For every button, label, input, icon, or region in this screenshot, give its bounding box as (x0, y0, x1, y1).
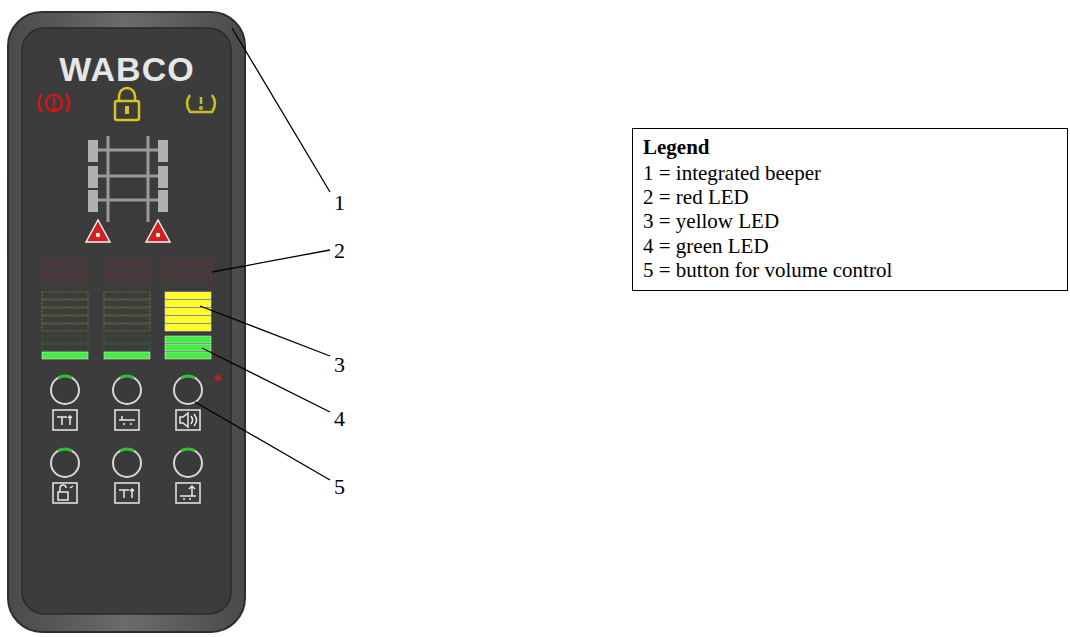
callout-number: 1 (334, 190, 345, 216)
led-segment (165, 258, 211, 265)
led-segment (165, 300, 211, 307)
chassis-diagram (86, 136, 170, 242)
button-symbols (53, 410, 200, 503)
callout-number: 5 (334, 474, 345, 500)
led-bars (42, 258, 211, 359)
led-segment (165, 344, 211, 351)
legend-item: 5 = button for volume control (643, 258, 1057, 282)
legend-item: 2 = red LED (643, 185, 1057, 209)
button-light (58, 449, 72, 451)
led-segment (42, 324, 88, 331)
led-segment (42, 352, 88, 359)
led-segment (165, 266, 211, 273)
button (113, 376, 141, 404)
button-light (181, 376, 195, 378)
status-dot (215, 375, 221, 381)
led-segment (165, 308, 211, 315)
led-segment (104, 344, 150, 351)
led-segment (165, 336, 211, 343)
callout-number: 3 (334, 352, 345, 378)
brand-logo: WABCO (59, 50, 194, 89)
led-segment (165, 352, 211, 359)
led-segment (165, 316, 211, 323)
led-segment (42, 300, 88, 307)
legend-item: 4 = green LED (643, 234, 1057, 258)
button-light (181, 449, 195, 451)
led-segment (42, 336, 88, 343)
tyre-icon (187, 95, 215, 112)
led-segment (42, 292, 88, 299)
legend-heading: Legend (643, 135, 1057, 159)
button (113, 449, 141, 477)
led-segment (104, 258, 150, 265)
led-segment (42, 316, 88, 323)
button (174, 449, 202, 477)
led-segment (104, 274, 150, 281)
led-segment (165, 324, 211, 331)
lock-icon (115, 88, 139, 120)
led-segment (104, 324, 150, 331)
button-light (120, 449, 134, 451)
led-segment (165, 274, 211, 281)
led-segment (104, 300, 150, 307)
legend-item: 1 = integrated beeper (643, 161, 1057, 185)
led-segment (42, 308, 88, 315)
leader-lines (195, 28, 330, 480)
buttons (51, 376, 202, 477)
led-segment (104, 316, 150, 323)
led-segment (104, 336, 150, 343)
button-light (120, 376, 134, 378)
housing (8, 12, 245, 632)
led-segment (104, 292, 150, 299)
warning-icon (39, 94, 70, 112)
led-segment (42, 344, 88, 351)
button (51, 376, 79, 404)
legend-box: Legend1 = integrated beeper2 = red LED3 … (632, 128, 1068, 291)
panel (22, 28, 231, 614)
led-segment (42, 258, 88, 265)
led-segment (165, 292, 211, 299)
led-segment (104, 308, 150, 315)
button-light (58, 376, 72, 378)
button (51, 449, 79, 477)
callout-number: 2 (334, 238, 345, 264)
led-segment (42, 266, 88, 273)
button (174, 376, 202, 404)
legend-item: 3 = yellow LED (643, 209, 1057, 233)
callout-number: 4 (334, 406, 345, 432)
led-segment (42, 274, 88, 281)
led-segment (104, 266, 150, 273)
led-segment (104, 352, 150, 359)
